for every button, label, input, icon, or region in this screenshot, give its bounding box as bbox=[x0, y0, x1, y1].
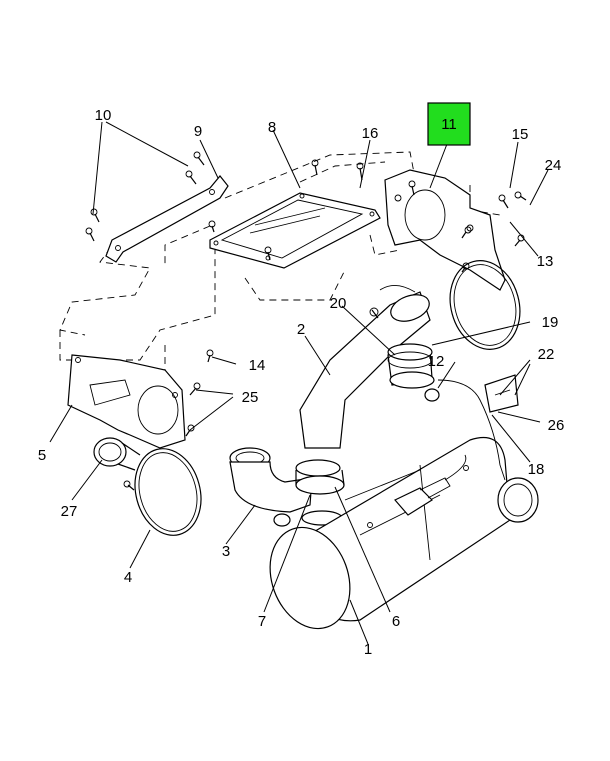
callout-27: 27 bbox=[61, 503, 78, 520]
strap-clamp-right bbox=[449, 260, 521, 350]
callout-14: 14 bbox=[249, 357, 266, 374]
callout-18: 18 bbox=[528, 461, 545, 478]
callout-20: 20 bbox=[330, 295, 347, 312]
callout-labels: 1 2 3 4 5 6 7 8 9 10 12 13 14 15 16 18 1… bbox=[38, 107, 565, 658]
callout-24: 24 bbox=[545, 157, 562, 174]
callout-4: 4 bbox=[124, 569, 132, 586]
highlight-callout-11[interactable]: 11 bbox=[427, 102, 471, 146]
callout-9: 9 bbox=[194, 123, 202, 140]
mounting-plate bbox=[209, 192, 381, 269]
muffler bbox=[269, 436, 539, 630]
leader-lines bbox=[49, 121, 549, 645]
callout-7: 7 bbox=[258, 613, 266, 630]
callout-6: 6 bbox=[392, 613, 400, 630]
upper-right-bracket bbox=[384, 169, 506, 291]
callout-8: 8 bbox=[268, 119, 276, 136]
callout-19: 19 bbox=[542, 314, 559, 331]
flex-coupling bbox=[387, 343, 435, 389]
callout-26: 26 bbox=[548, 417, 565, 434]
lower-left-bracket bbox=[67, 354, 186, 449]
callout-11-label: 11 bbox=[441, 116, 457, 133]
pipe-stub bbox=[93, 437, 141, 471]
callout-25: 25 bbox=[242, 389, 259, 406]
callout-12: 12 bbox=[428, 353, 445, 370]
bolt-group bbox=[85, 151, 527, 491]
callout-1: 1 bbox=[364, 641, 372, 658]
callout-2: 2 bbox=[297, 321, 305, 338]
elbow-pipe bbox=[229, 447, 313, 513]
bracket-bar bbox=[105, 175, 229, 263]
exhaust-pipe-diagonal bbox=[299, 285, 431, 449]
callout-5: 5 bbox=[38, 447, 46, 464]
callout-22: 22 bbox=[538, 346, 555, 363]
strap-clamp-left bbox=[134, 448, 202, 536]
sensor-module bbox=[367, 454, 469, 528]
callout-15: 15 bbox=[512, 126, 529, 143]
callout-16: 16 bbox=[362, 125, 379, 142]
callout-13: 13 bbox=[537, 253, 554, 270]
callout-3: 3 bbox=[222, 543, 230, 560]
callout-10: 10 bbox=[95, 107, 112, 124]
